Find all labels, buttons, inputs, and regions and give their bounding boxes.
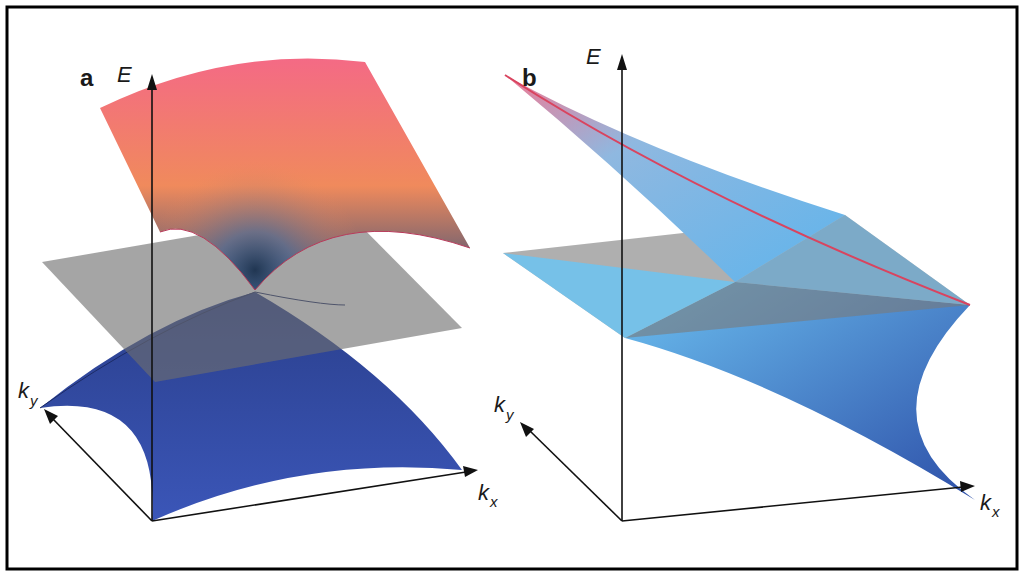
axis-subscript: x [992, 504, 1000, 519]
panel-letter: a [80, 66, 93, 90]
axis-label: k [18, 380, 29, 402]
axis-label: E [586, 46, 601, 68]
axis-label: k [980, 492, 991, 514]
axis-label: E [117, 64, 132, 86]
axis-subscript: y [30, 393, 38, 408]
axis-subscript: y [506, 407, 514, 422]
axis-label: k [494, 394, 505, 416]
panel-letter: b [522, 66, 537, 90]
axis-label: k [478, 482, 489, 504]
axis-subscript: x [490, 494, 498, 509]
